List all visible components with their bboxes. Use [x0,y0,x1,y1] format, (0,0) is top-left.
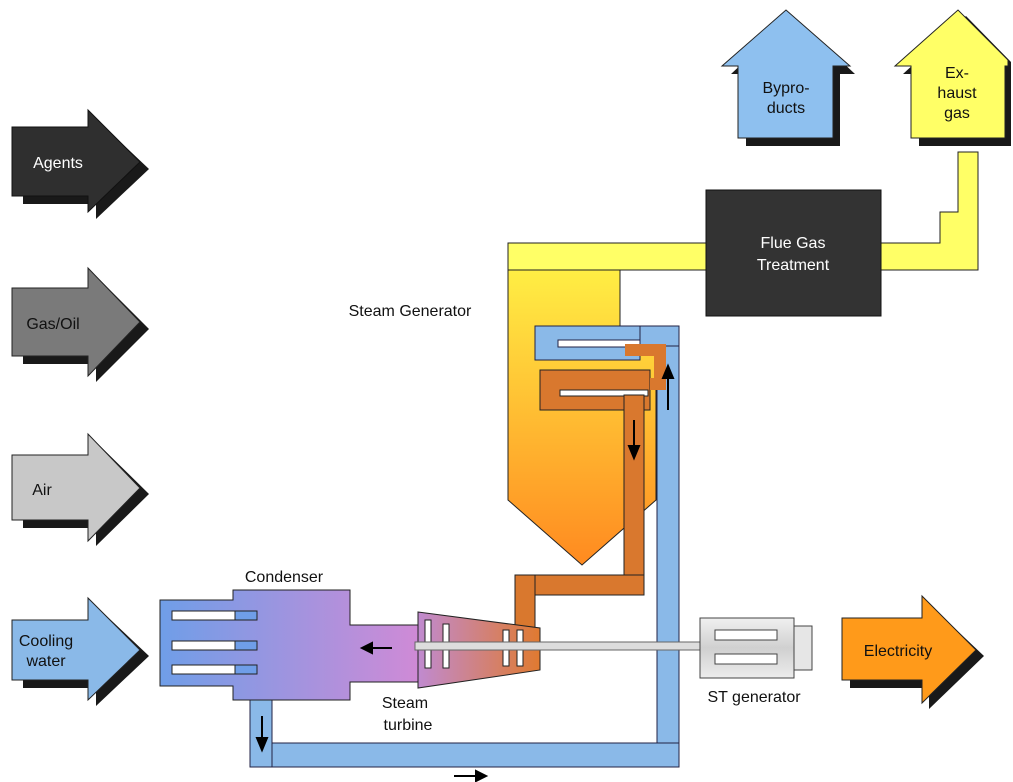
condensate-downflow-arrowhead [255,737,269,753]
bottom-rightflow-arrowhead [475,769,489,782]
flue-gas-label-line1: Flue Gas [761,235,826,252]
exhaust-gas-label-line2: haust [937,85,977,102]
upflow-arrowhead [661,363,675,379]
agents-arrow-shape [11,108,141,214]
cooling-water-arrow: Cooling water [11,596,149,706]
electricity-arrow-shape [841,594,977,705]
condenser [159,589,421,701]
steam-turbine-label-line1: Steam [382,695,428,712]
flow-arrows [255,363,675,782]
steam-generator-label: Steam Generator [349,303,472,320]
condenser-label: Condenser [245,569,324,586]
gas-oil-arrow: Gas/Oil [11,266,149,382]
exhaust-gas-arrow: Ex- haust gas [893,9,1011,146]
exhaust-gas-label-line1: Ex- [945,65,969,82]
flue-gas-treatment: Flue Gas Treatment [705,189,882,317]
cooling-water-arrow-shape [11,596,141,702]
downflow-arrowhead [627,445,641,461]
steam-turbine-label-line2: turbine [384,717,433,734]
byproducts-arrow-shape [720,9,852,139]
leftflow-arrowhead [359,641,373,655]
air-arrow-shape [11,432,141,543]
cooling-water-label-line2: water [25,653,66,670]
gas-oil-label: Gas/Oil [26,316,79,333]
byproducts-label-line2: ducts [767,100,805,117]
st-generator-label: ST generator [707,689,801,706]
exhaust-gas-label-line3: gas [944,105,970,122]
gas-oil-arrow-shape [11,266,141,378]
electricity-arrow: Electricity [841,594,984,709]
electricity-label: Electricity [864,643,932,660]
byproducts-label-line1: Bypro- [762,80,809,97]
turbine-shaft [414,641,711,651]
exhaust-gas-arrow-shape [893,9,1009,139]
feedwater-pipe [249,325,680,768]
byproducts-arrow: Bypro- ducts [720,9,855,146]
air-arrow: Air [11,432,149,546]
agents-label: Agents [33,155,83,172]
flue-gas-label-line2: Treatment [757,257,830,274]
agents-arrow: Agents [11,108,149,219]
air-label: Air [32,482,52,499]
st-generator [699,617,813,679]
cooling-water-label-line1: Cooling [19,633,73,650]
